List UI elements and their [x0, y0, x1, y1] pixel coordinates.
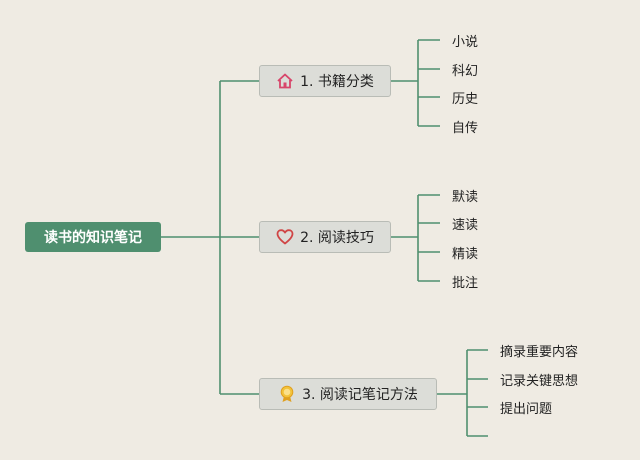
branch-label: 1. 书籍分类	[300, 74, 374, 90]
branch-label: 3. 阅读记笔记方法	[302, 387, 418, 403]
branch-label: 2. 阅读技巧	[300, 230, 374, 246]
leaf-item[interactable]: 自传	[452, 121, 479, 136]
leaf-item[interactable]: 提出问题	[500, 402, 553, 417]
leaf-item[interactable]: 记录关键思想	[500, 374, 579, 389]
leaf-item[interactable]: 默读	[452, 190, 479, 205]
leaf-item[interactable]: 速读	[452, 218, 479, 233]
root-label: 读书的知识笔记	[44, 230, 142, 246]
leaf-item[interactable]: 科幻	[452, 64, 479, 79]
leaf-item[interactable]: 批注	[452, 276, 479, 291]
leaf-item[interactable]: 摘录重要内容	[500, 345, 579, 360]
branch-book-categories[interactable]: 1. 书籍分类	[259, 65, 391, 97]
root-node[interactable]: 读书的知识笔记	[25, 222, 161, 252]
leaf-item[interactable]: 历史	[452, 92, 479, 107]
branch-note-methods[interactable]: 3. 阅读记笔记方法	[259, 378, 437, 410]
award-icon	[278, 385, 296, 403]
home-icon	[276, 72, 294, 90]
leaf-item[interactable]: 精读	[452, 247, 479, 262]
heart-icon	[276, 228, 294, 246]
branch-reading-skills[interactable]: 2. 阅读技巧	[259, 221, 391, 253]
leaf-item[interactable]: 小说	[452, 35, 479, 50]
